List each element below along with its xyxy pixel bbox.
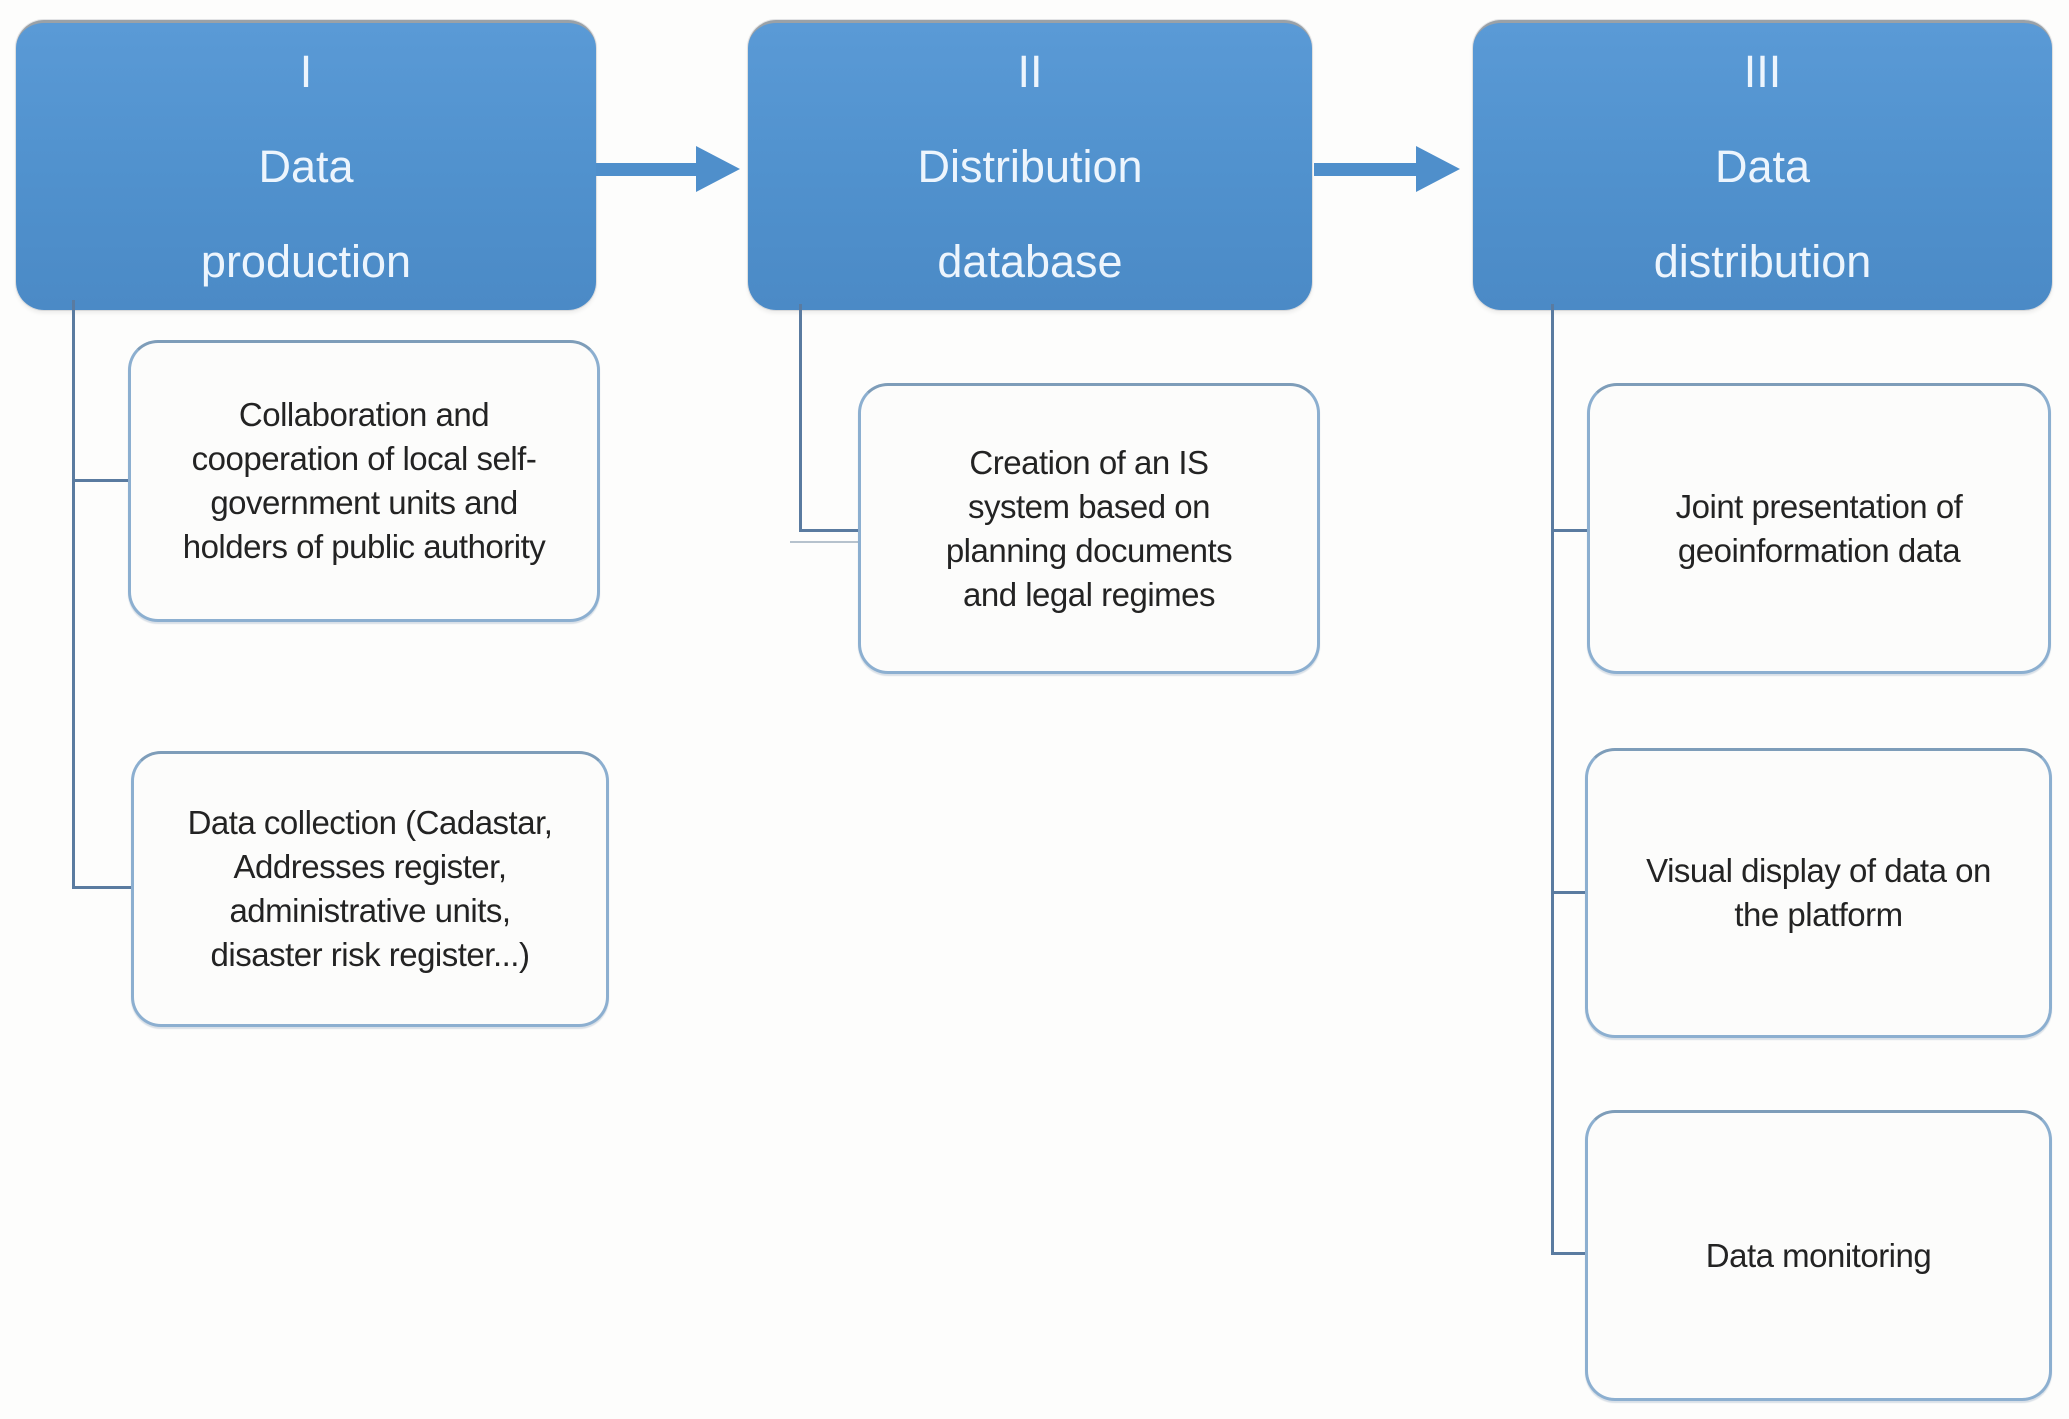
stage-3-title-line-2: distribution — [1653, 236, 1872, 287]
stage-3-numeral: III — [1743, 46, 1782, 97]
stage-3-title-line-1: Data — [1714, 141, 1811, 192]
flow-arrow-2-shaft — [1314, 163, 1420, 176]
collaboration-box: Collaboration and cooperation of local s… — [128, 340, 600, 622]
flow-arrow-1-head-icon — [696, 146, 740, 192]
stage-1-header: I Data production — [16, 20, 596, 310]
data-collection-box: Data collection (Cadastar, Addresses reg… — [131, 751, 609, 1027]
stage-1-title-line-2: production — [200, 236, 412, 287]
connector-collaboration — [72, 479, 132, 482]
connector-is-system-ghost — [790, 541, 862, 543]
is-system-box: Creation of an IS system based on planni… — [858, 383, 1320, 674]
data-monitoring-box: Data monitoring — [1585, 1110, 2052, 1401]
stage-3-header: III Data distribution — [1473, 20, 2052, 310]
visual-display-box-text: Visual display of data on the platform — [1646, 852, 1991, 933]
stage-2-title-line-2: database — [937, 236, 1123, 287]
connector-is-system — [799, 529, 862, 532]
is-system-box-text: Creation of an IS system based on planni… — [945, 443, 1233, 613]
data-collection-box-text: Data collection (Cadastar, Addresses reg… — [187, 804, 553, 973]
visual-display-box: Visual display of data on the platform — [1585, 748, 2052, 1038]
stage-2-trunk-line — [799, 304, 802, 532]
stage-2-header: II Distribution database — [748, 20, 1312, 310]
stage-3-trunk-line — [1551, 304, 1554, 1255]
connector-joint-presentation — [1551, 529, 1591, 532]
stage-1-trunk-line — [72, 300, 75, 889]
stage-2-title-line-1: Distribution — [917, 141, 1143, 192]
connector-data-monitoring — [1551, 1252, 1589, 1255]
flow-arrow-1-shaft — [596, 163, 700, 176]
connector-data-collection — [72, 886, 135, 889]
data-monitoring-box-text: Data monitoring — [1705, 1236, 1932, 1274]
connector-visual-display — [1551, 891, 1589, 894]
joint-presentation-box-text: Joint presentation of geoinformation dat… — [1675, 487, 1963, 569]
stage-1-numeral: I — [299, 46, 313, 97]
collaboration-box-text: Collaboration and cooperation of local s… — [182, 396, 546, 565]
stage-1-title-line-1: Data — [258, 141, 354, 192]
flow-arrow-2-head-icon — [1416, 146, 1460, 192]
stage-2-numeral: II — [1017, 46, 1043, 97]
joint-presentation-box: Joint presentation of geoinformation dat… — [1587, 383, 2051, 674]
